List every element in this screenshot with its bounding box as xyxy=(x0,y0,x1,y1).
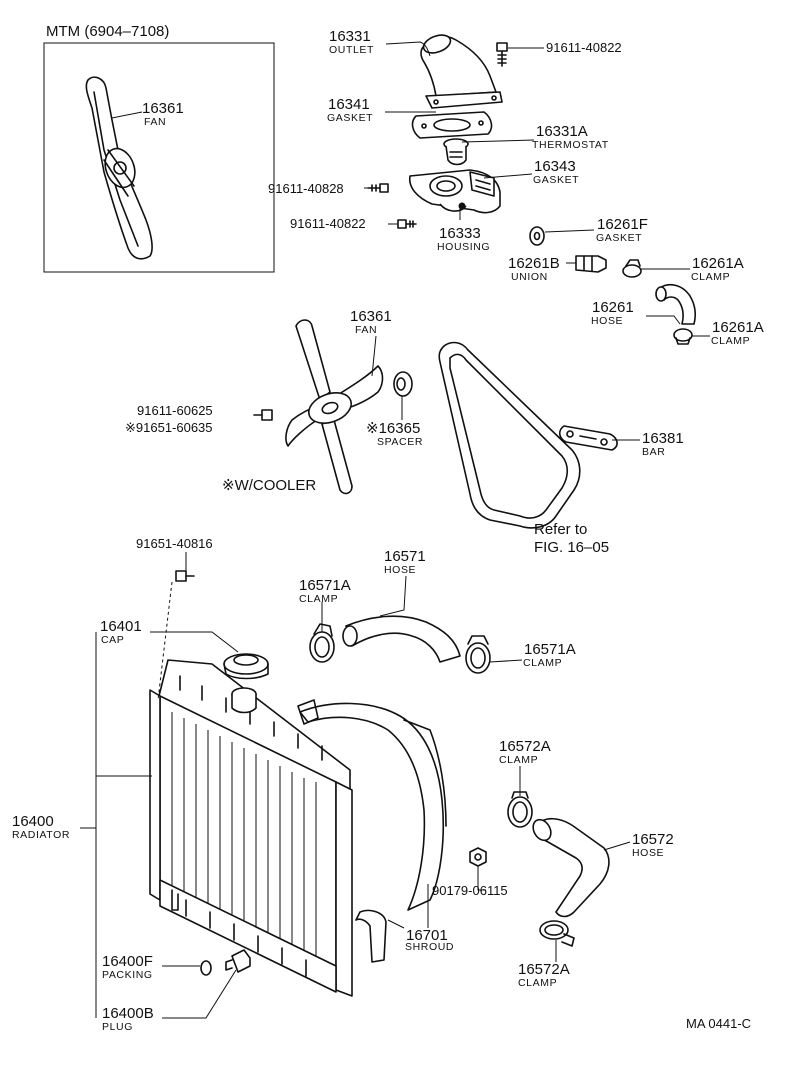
label-16365-name: SPACER xyxy=(377,436,423,448)
label-16341-num: 16341 xyxy=(328,96,370,113)
label-16361-inset-name: FAN xyxy=(144,116,167,128)
gasket-16261F-drawing xyxy=(529,226,545,246)
label-16381-name: BAR xyxy=(642,446,666,458)
radiator-bolt-drawing xyxy=(175,570,195,582)
label-16261A-top-name: CLAMP xyxy=(691,271,731,283)
footer-code: MA 0441-C xyxy=(686,1016,752,1031)
mtm-title: MTM (6904–7108) xyxy=(46,23,170,40)
hose-16572-drawing xyxy=(532,817,610,918)
label-16261A-bot-num: 16261A xyxy=(712,319,764,336)
label-16571A-right-num: 16571A xyxy=(524,641,576,658)
hose-16261-drawing xyxy=(655,283,696,325)
label-91611-40828: 91611-40828 xyxy=(268,181,344,196)
label-16361-name: FAN xyxy=(355,324,378,336)
refer-line2: FIG. 16–05 xyxy=(534,539,610,556)
label-16400-num: 16400 xyxy=(12,813,54,830)
bolt-dashed-line xyxy=(157,581,173,701)
label-91611-60625: 91611-60625 xyxy=(137,403,213,418)
fan-bolt-drawing xyxy=(253,409,273,421)
label-91611-40822-mid: 91611-40822 xyxy=(290,216,366,231)
cap-drawing xyxy=(223,653,269,680)
label-16400B-name: PLUG xyxy=(102,1021,133,1033)
refer-line1: Refer to xyxy=(534,521,588,538)
union-drawing xyxy=(575,255,607,273)
label-16261A-top-num: 16261A xyxy=(692,255,744,272)
label-16261F-num: 16261F xyxy=(597,216,648,233)
packing-drawing xyxy=(200,960,212,976)
gasket-16341-drawing xyxy=(411,111,493,139)
bolt-40828-drawing xyxy=(367,183,389,193)
label-16361-num: 16361 xyxy=(350,308,392,325)
label-16571-name: HOSE xyxy=(384,564,417,576)
label-16343-num: 16343 xyxy=(534,158,576,175)
clamp-16571A-right-drawing xyxy=(465,635,491,674)
clamp-16572A-bottom-drawing xyxy=(539,920,575,947)
label-16261-name: HOSE xyxy=(591,315,624,327)
label-16401-num: 16401 xyxy=(100,618,142,635)
label-16261B-num: 16261B xyxy=(508,255,560,272)
label-90179-06115: 90179-06115 xyxy=(432,883,508,898)
label-91651-40816: 91651-40816 xyxy=(136,536,213,551)
label-16572-num: 16572 xyxy=(632,831,674,848)
plug-drawing xyxy=(225,949,251,973)
clamp-16571A-top-drawing xyxy=(309,623,335,663)
shroud-drawing xyxy=(297,699,447,963)
inset-fan-drawing xyxy=(85,76,153,260)
thermostat-drawing xyxy=(443,138,469,166)
label-16572-name: HOSE xyxy=(632,847,665,859)
label-16333-name: HOUSING xyxy=(437,241,491,253)
outlet-drawing xyxy=(420,34,503,109)
label-16400B-num: 16400B xyxy=(102,1005,154,1022)
label-16261A-bot-name: CLAMP xyxy=(711,335,751,347)
label-16400F-num: 16400F xyxy=(102,953,153,970)
label-16331A-num: 16331A xyxy=(536,123,588,140)
label-16365-num: ※16365 xyxy=(366,420,421,437)
v-belt-drawing xyxy=(438,341,581,529)
label-16572A-top-name: CLAMP xyxy=(499,754,539,766)
label-16400-name: RADIATOR xyxy=(12,829,71,841)
clamp-16261A-bottom-drawing xyxy=(673,328,693,345)
label-16331A-name: THERMOSTAT xyxy=(532,139,609,151)
nut-drawing xyxy=(469,847,487,867)
spacer-drawing xyxy=(393,371,413,397)
leader-lines xyxy=(80,41,710,1019)
label-16571-num: 16571 xyxy=(384,548,426,565)
clamp-16572A-top-drawing xyxy=(507,791,533,828)
label-16331-num: 16331 xyxy=(329,28,371,45)
housing-drawing xyxy=(408,169,501,214)
label-16572A-top-num: 16572A xyxy=(499,738,551,755)
label-91651-60635: ※91651-60635 xyxy=(125,420,213,435)
label-16361-inset-num: 16361 xyxy=(142,100,184,117)
clamp-16261A-top-drawing xyxy=(622,259,642,278)
label-16261B-name: UNION xyxy=(511,271,548,283)
hose-16571-drawing xyxy=(342,615,461,663)
label-16381-num: 16381 xyxy=(642,430,684,447)
label-91611-40822-top: 91611-40822 xyxy=(546,40,622,55)
radiator-drawing xyxy=(149,659,353,997)
label-16261F-name: GASKET xyxy=(596,232,643,244)
label-16571A-top-num: 16571A xyxy=(299,577,351,594)
label-16701-name: SHROUD xyxy=(405,941,455,953)
cooler-note: ※W/COOLER xyxy=(222,477,317,494)
label-16261-num: 16261 xyxy=(592,299,634,316)
label-16571A-top-name: CLAMP xyxy=(299,593,339,605)
label-16333-num: 16333 xyxy=(439,225,481,242)
label-16331-name: OUTLET xyxy=(329,44,375,56)
label-16701-num: 16701 xyxy=(406,927,448,944)
bar-drawing xyxy=(558,425,618,451)
label-16341-name: GASKET xyxy=(327,112,374,124)
label-16572A-bot-name: CLAMP xyxy=(518,977,558,989)
bolt-top-drawing xyxy=(496,42,508,67)
label-16571A-right-name: CLAMP xyxy=(523,657,563,669)
label-16572A-bot-num: 16572A xyxy=(518,961,570,978)
bolt-40822-drawing xyxy=(397,219,417,229)
label-16401-name: CAP xyxy=(101,634,125,646)
mtm-inset-frame xyxy=(43,42,275,273)
fan-drawing xyxy=(285,319,384,495)
label-16400F-name: PACKING xyxy=(102,969,153,981)
label-16343-name: GASKET xyxy=(533,174,580,186)
